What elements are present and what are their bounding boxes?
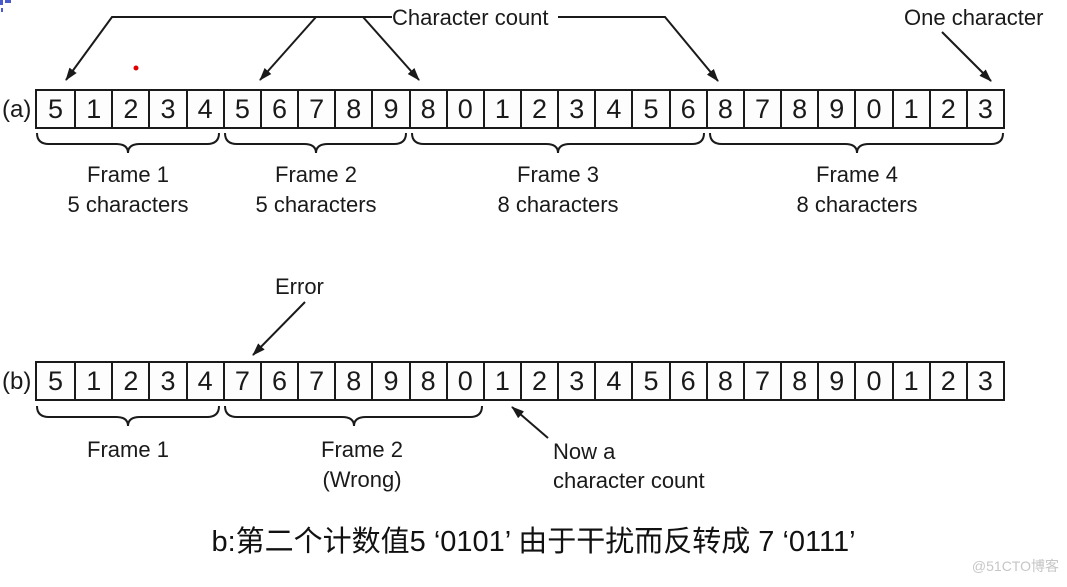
sequence-cell: 1 — [74, 91, 111, 127]
frame3-brace-a — [411, 132, 705, 154]
sequence-cell: 5 — [48, 365, 64, 396]
red-dot-artifact — [133, 65, 139, 71]
frame4-brace-a — [709, 132, 1004, 154]
sequence-cell: 2 — [111, 91, 148, 127]
frame-label-a4: Frame 4 8 characters — [747, 160, 967, 220]
row-b-label: (b) — [2, 368, 32, 395]
sequence-cell: 2 — [520, 91, 557, 127]
sequence-cell: 2 — [928, 91, 966, 127]
sequence-cell: 1 — [482, 91, 520, 127]
character-count-arrow-frame1 — [65, 16, 392, 81]
now-a-character-count-arrow — [511, 406, 549, 439]
sequence-cell: 5 — [222, 91, 260, 127]
sequence-cell: 7 — [297, 363, 334, 399]
sequence-cell: 6 — [668, 363, 706, 399]
frame2-brace-a — [224, 132, 407, 154]
frame-detail: 8 characters — [497, 192, 619, 217]
sequence-cell: 9 — [371, 363, 408, 399]
character-count-label: Character count — [392, 5, 549, 30]
sequence-cell: 4 — [185, 363, 223, 399]
sequence-cell: 8 — [408, 91, 446, 127]
sequence-cell: 7 — [742, 363, 780, 399]
error-label: Error — [275, 274, 324, 299]
sequence-cell: 7 — [222, 363, 260, 399]
sequence-cell: 8 — [334, 363, 371, 399]
frame-label-a2: Frame 2 5 characters — [206, 160, 426, 220]
frame-name: Frame 1 — [87, 162, 169, 187]
sequence-cell: 3 — [557, 91, 594, 127]
sequence-cell: 0 — [445, 363, 483, 399]
now-a-line2: character count — [553, 468, 705, 493]
error-arrow — [252, 301, 306, 356]
sequence-cell: 5 — [48, 93, 64, 124]
sequence-cell: 9 — [371, 91, 408, 127]
character-count-arrow-frame3 — [362, 16, 420, 81]
sequence-cell: 8 — [780, 91, 817, 127]
frame-label-a1: Frame 1 5 characters — [18, 160, 238, 220]
sequence-cell: 0 — [854, 363, 891, 399]
sequence-cell: 4 — [185, 91, 223, 127]
character-count-arrow-frame2 — [259, 16, 317, 81]
sequence-cell: 1 — [891, 363, 929, 399]
sequence-cell: 7 — [297, 91, 334, 127]
frame-detail: 5 characters — [255, 192, 377, 217]
frame-name: Frame 3 — [517, 162, 599, 187]
frame2-brace-b — [224, 405, 483, 427]
sequence-cell: 8 — [705, 91, 743, 127]
sequence-cell: 6 — [259, 363, 297, 399]
one-character-label: One character — [904, 5, 1044, 30]
now-a-line1: Now a — [553, 439, 616, 464]
sequence-cell: 2 — [111, 363, 148, 399]
frame-name: Frame 4 — [816, 162, 898, 187]
sequence-cell: 3 — [148, 91, 185, 127]
sequence-cell: 2 — [928, 363, 966, 399]
sequence-cell: 3 — [965, 363, 1003, 399]
figure-caption: b:第二个计数值5 ‘0101’ 由于干扰而反转成 7 ‘0111’ — [211, 526, 856, 558]
sequence-cell: 3 — [965, 91, 1003, 127]
sequence-cell: 5 — [631, 363, 668, 399]
blue-artifact-mark — [0, 0, 11, 12]
sequence-cell: 1 — [74, 363, 111, 399]
sequence-cell: 6 — [668, 91, 706, 127]
sequence-cell: 2 — [520, 363, 557, 399]
frame1-brace-a — [36, 132, 220, 154]
sequence-cell: 8 — [334, 91, 371, 127]
sequence-cell: 7 — [742, 91, 780, 127]
sequence-cell: 4 — [594, 363, 631, 399]
frame-label-a3: Frame 3 8 characters — [448, 160, 668, 220]
frame-detail: 5 characters — [67, 192, 189, 217]
sequence-cell: 9 — [817, 363, 854, 399]
frame-label-b2: Frame 2 (Wrong) — [252, 435, 472, 495]
watermark: @51CTO博客 — [971, 558, 1059, 574]
sequence-cell: 9 — [817, 91, 854, 127]
frame-name: Frame 1 — [87, 437, 169, 462]
frame-name: Frame 2 — [321, 437, 403, 462]
sequence-cell: 1 — [482, 363, 520, 399]
sequence-cell: 8 — [408, 363, 446, 399]
frame-detail: (Wrong) — [322, 467, 402, 492]
frame-detail: 8 characters — [796, 192, 918, 217]
sequence-cell: 6 — [259, 91, 297, 127]
sequence-cell: 8 — [705, 363, 743, 399]
row-a-label: (a) — [2, 96, 32, 123]
sequence-cell: 3 — [557, 363, 594, 399]
sequence-cell: 4 — [594, 91, 631, 127]
sequence-cell: 0 — [445, 91, 483, 127]
one-character-arrow — [941, 31, 992, 82]
sequence-cell: 0 — [854, 91, 891, 127]
frame1-brace-b — [36, 405, 220, 427]
frame-label-b1: Frame 1 — [18, 435, 238, 465]
frame-name: Frame 2 — [275, 162, 357, 187]
sequence-cell: 3 — [148, 363, 185, 399]
now-a-character-count-label: Now a character count — [553, 437, 705, 495]
character-count-arrow-frame4 — [558, 16, 719, 82]
sequence-cell: 1 — [891, 91, 929, 127]
sequence-cell: 8 — [780, 363, 817, 399]
sequence-cell: 5 — [631, 91, 668, 127]
